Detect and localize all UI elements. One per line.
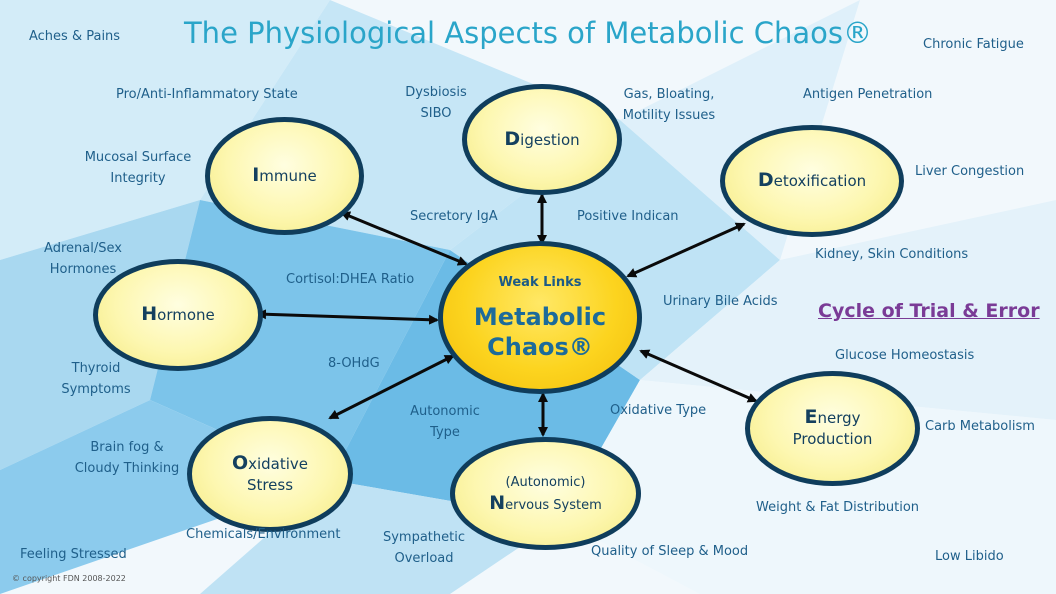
node-detoxification: Detoxification bbox=[720, 125, 904, 237]
label-carb: Carb Metabolism bbox=[925, 419, 1035, 434]
label-dysbiosis-line2: SIBO bbox=[420, 106, 452, 121]
node-hormone-rest: ormone bbox=[157, 306, 215, 324]
label-sympathetic-line2: Overload bbox=[394, 551, 454, 566]
node-digestion: Digestion bbox=[462, 84, 622, 195]
node-nervous-rest: ervous System bbox=[505, 497, 602, 513]
label-brainfog-line1: Brain fog & bbox=[90, 440, 164, 455]
node-nervous: (Autonomic) Nervous System bbox=[450, 437, 641, 550]
label-ohdg: 8-OHdG bbox=[328, 356, 380, 371]
node-energy-initial: E bbox=[804, 406, 818, 428]
label-glucose: Glucose Homeostasis bbox=[835, 348, 975, 363]
node-energy-line2: Production bbox=[792, 430, 873, 448]
label-thyroid: Thyroid Symptoms bbox=[56, 358, 136, 400]
label-chronic-fatigue: Chronic Fatigue bbox=[923, 37, 1024, 52]
node-hormone-initial: H bbox=[141, 303, 158, 325]
label-autonomic-type-line2: Type bbox=[430, 425, 460, 440]
label-adrenal: Adrenal/Sex Hormones bbox=[38, 238, 128, 280]
label-chemicals: Chemicals/Environment bbox=[186, 527, 341, 542]
label-weight: Weight & Fat Distribution bbox=[756, 500, 920, 515]
node-energy-rest: nergy bbox=[817, 409, 861, 427]
node-energy: Energy Production bbox=[745, 371, 920, 486]
label-cortisol: Cortisol:DHEA Ratio bbox=[286, 272, 415, 287]
label-oxidative-type: Oxidative Type bbox=[610, 403, 707, 418]
node-oxidative: Oxidative Stress bbox=[187, 416, 353, 532]
node-hormone: Hormone bbox=[93, 259, 263, 371]
label-indican: Positive Indican bbox=[577, 209, 679, 224]
label-brainfog-line2: Cloudy Thinking bbox=[74, 461, 180, 476]
page-title: The Physiological Aspects of Metabolic C… bbox=[183, 16, 873, 50]
node-digestion-initial: D bbox=[504, 127, 521, 150]
center-node: Weak Links Metabolic Chaos® bbox=[438, 241, 642, 394]
node-detox-initial: D bbox=[757, 169, 774, 191]
center-title: Metabolic Chaos® bbox=[443, 302, 637, 362]
node-immune-initial: I bbox=[252, 164, 260, 186]
node-digestion-rest: igestion bbox=[520, 130, 580, 149]
copyright: © copyright FDN 2008-2022 bbox=[12, 574, 126, 583]
label-autonomic-type-line1: Autonomic bbox=[410, 404, 480, 419]
label-adrenal-line1: Adrenal/Sex bbox=[44, 241, 122, 256]
label-gas-line1: Gas, Bloating, bbox=[623, 87, 715, 102]
label-sympathetic: Sympathetic Overload bbox=[378, 527, 470, 569]
label-mucosal: Mucosal Surface Integrity bbox=[80, 147, 196, 189]
node-oxidative-line2: Stress bbox=[246, 475, 294, 494]
cycle-link[interactable]: Cycle of Trial & Error bbox=[818, 300, 1040, 322]
label-dysbiosis-line1: Dysbiosis bbox=[405, 85, 467, 100]
label-secretory: Secretory IgA bbox=[410, 209, 498, 224]
center-title-line2: Chaos® bbox=[487, 333, 593, 361]
node-nervous-initial: N bbox=[489, 491, 506, 514]
label-gas: Gas, Bloating, Motility Issues bbox=[614, 84, 724, 126]
label-bile: Urinary Bile Acids bbox=[663, 294, 778, 309]
node-immune-rest: mmune bbox=[259, 167, 317, 185]
node-oxidative-initial: O bbox=[231, 451, 249, 474]
label-autonomic-type: Autonomic Type bbox=[405, 401, 485, 443]
label-kidney: Kidney, Skin Conditions bbox=[815, 247, 969, 262]
label-mucosal-line2: Integrity bbox=[110, 171, 166, 186]
node-oxidative-rest: xidative bbox=[248, 454, 309, 473]
label-feeling-stressed: Feeling Stressed bbox=[20, 547, 127, 562]
label-sympathetic-line1: Sympathetic bbox=[382, 530, 466, 545]
node-detox-rest: etoxification bbox=[773, 172, 867, 190]
label-brainfog: Brain fog & Cloudy Thinking bbox=[72, 437, 182, 479]
label-aches: Aches & Pains bbox=[29, 29, 121, 44]
center-title-line1: Metabolic bbox=[473, 303, 607, 331]
label-mucosal-line1: Mucosal Surface bbox=[84, 150, 192, 165]
label-low-libido: Low Libido bbox=[935, 549, 1004, 564]
label-inflammatory: Pro/Anti-Inflammatory State bbox=[116, 87, 298, 102]
center-subtitle: Weak Links bbox=[498, 275, 582, 290]
label-thyroid-line2: Symptoms bbox=[61, 382, 131, 397]
label-adrenal-line2: Hormones bbox=[49, 262, 117, 277]
node-immune: Immune bbox=[205, 117, 364, 235]
node-nervous-line1: (Autonomic) bbox=[505, 474, 586, 490]
label-liver: Liver Congestion bbox=[915, 164, 1025, 179]
label-gas-line2: Motility Issues bbox=[622, 108, 716, 123]
label-thyroid-line1: Thyroid bbox=[71, 361, 121, 376]
label-antigen: Antigen Penetration bbox=[803, 87, 933, 102]
label-dysbiosis: Dysbiosis SIBO bbox=[398, 82, 474, 124]
label-sleep: Quality of Sleep & Mood bbox=[591, 544, 749, 559]
